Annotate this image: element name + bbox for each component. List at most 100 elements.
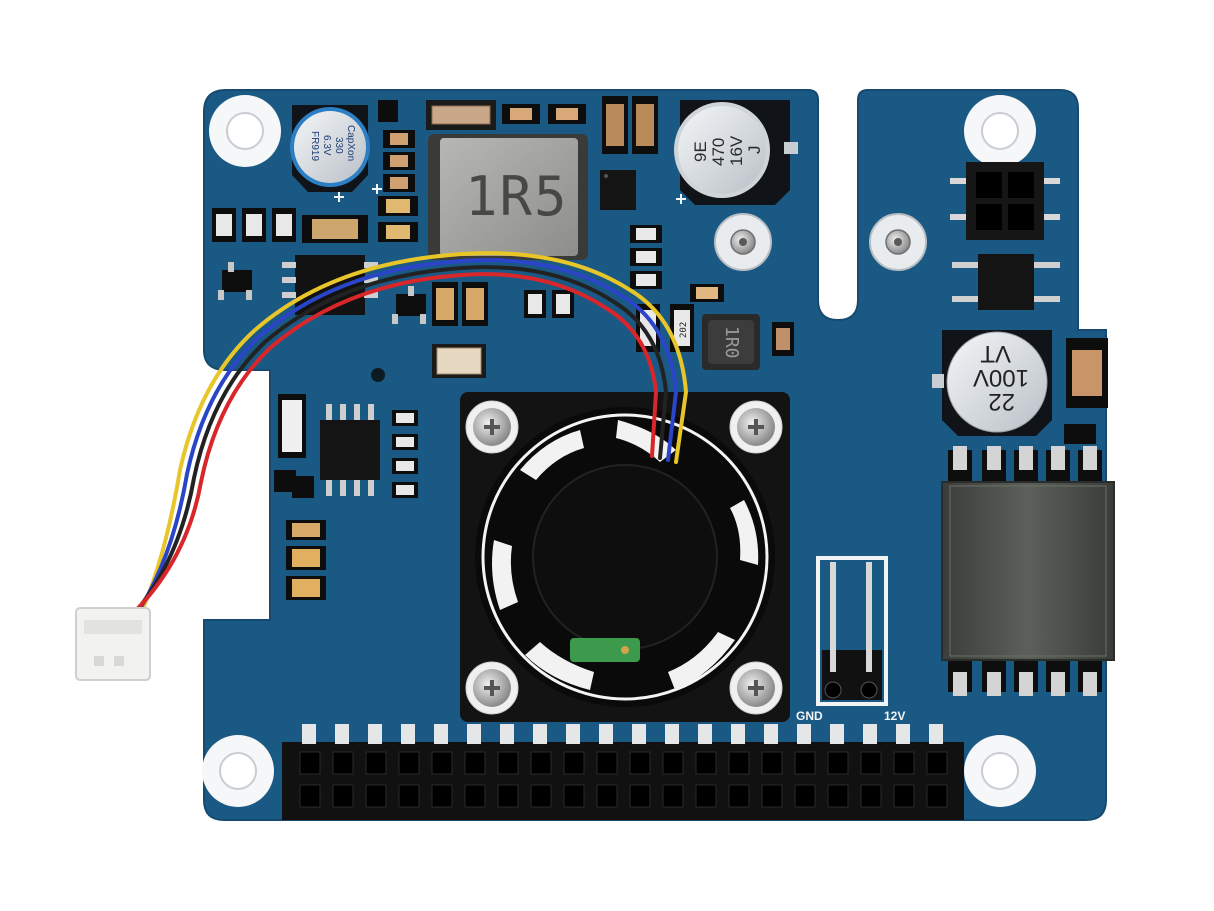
capacitor-capxon: CapXon 330 6.3V FR919	[290, 105, 370, 192]
gpio-socket	[332, 751, 354, 775]
crystal	[432, 344, 486, 378]
gpio-socket	[530, 784, 552, 808]
gpio-socket	[794, 751, 816, 775]
gpio-socket	[662, 751, 684, 775]
gpio-pin-tip	[632, 724, 646, 744]
gpio-pin-tip	[665, 724, 679, 744]
gpio-pin-tip	[566, 724, 580, 744]
gpio-pin-tip	[368, 724, 382, 744]
gpio-pin-tip	[929, 724, 943, 744]
gpio-header	[282, 724, 964, 820]
gpio-socket	[431, 784, 453, 808]
standoff-left	[714, 213, 772, 271]
cap470-line-2: 470	[709, 138, 728, 166]
gpio-socket	[299, 751, 321, 775]
mounting-hole-bottom-right	[964, 735, 1036, 807]
capxon-line-3: 6.3V	[321, 135, 332, 156]
mounting-hole-top-left	[209, 95, 281, 167]
cap22-line-1: 22	[988, 388, 1015, 415]
gpio-pin-tip	[863, 724, 877, 744]
gpio-socket	[860, 784, 882, 808]
smd-capacitors-top	[502, 96, 658, 154]
gpio-socket	[365, 751, 387, 775]
inductor-label: 1R5	[465, 165, 569, 228]
gpio-pin-tip	[500, 724, 514, 744]
gpio-socket	[431, 751, 453, 775]
mounting-hole-top-right	[964, 95, 1036, 167]
gpio-socket	[398, 751, 420, 775]
gpio-socket	[332, 784, 354, 808]
inductor-1r5: 1R5	[426, 100, 588, 260]
gpio-socket	[761, 751, 783, 775]
gpio-socket	[530, 751, 552, 775]
transistor-left	[218, 262, 252, 300]
gpio-socket	[827, 751, 849, 775]
gpio-socket	[497, 751, 519, 775]
gpio-socket	[728, 751, 750, 775]
gnd-label: GND	[796, 709, 823, 723]
resistors-mid-right: 202	[630, 225, 724, 352]
left-lower-components	[274, 394, 418, 600]
gpio-pin-tip	[698, 724, 712, 744]
cap22-line-2: 100V	[973, 364, 1029, 391]
cap470-line-3: 16V	[727, 135, 746, 166]
gpio-socket	[761, 784, 783, 808]
power-header: GND 12V	[796, 556, 905, 723]
header-2x2	[950, 162, 1060, 240]
capxon-line-4: FR919	[309, 131, 320, 161]
gpio-socket	[398, 784, 420, 808]
fan-40mm	[460, 392, 790, 722]
gpio-socket	[299, 784, 321, 808]
gpio-socket	[596, 784, 618, 808]
gpio-pin-tip	[401, 724, 415, 744]
gpio-socket	[926, 784, 948, 808]
gpio-socket	[827, 784, 849, 808]
jst-connector	[75, 607, 151, 681]
gpio-socket	[497, 784, 519, 808]
transistor-mid	[392, 286, 426, 324]
gpio-socket	[629, 784, 651, 808]
fan-screw-tl	[465, 400, 519, 454]
gpio-socket	[464, 784, 486, 808]
gpio-pin-tip	[731, 724, 745, 744]
gpio-socket	[596, 751, 618, 775]
left-passives	[212, 100, 418, 243]
gpio-pin-tip	[830, 724, 844, 744]
v12-label: 12V	[884, 709, 905, 723]
gpio-socket	[893, 751, 915, 775]
capacitor-470: 9E 470 16V J	[674, 100, 798, 205]
ic-qfn	[600, 170, 636, 210]
cap470-line-1: 9E	[691, 141, 710, 162]
ic-right-small	[952, 254, 1060, 310]
gpio-socket	[662, 784, 684, 808]
transformer	[941, 446, 1115, 696]
silk-marks	[334, 184, 686, 382]
gpio-socket	[794, 784, 816, 808]
gpio-pin-tip	[533, 724, 547, 744]
gpio-socket	[464, 751, 486, 775]
fan-screw-br	[729, 661, 783, 715]
fan-cable	[120, 251, 689, 626]
gpio-socket	[563, 751, 585, 775]
gpio-pin-tip	[797, 724, 811, 744]
gpio-socket	[695, 784, 717, 808]
gpio-pin-tip	[302, 724, 316, 744]
capxon-line-2: 330	[333, 137, 344, 154]
mid-capacitors	[432, 282, 574, 326]
capxon-line-1: CapXon	[345, 125, 356, 161]
cap22-line-3: VT	[980, 340, 1011, 367]
gpio-pin-tip	[896, 724, 910, 744]
capacitor-22: 22 100V VT	[932, 330, 1052, 436]
fan-screw-bl	[465, 661, 519, 715]
gpio-socket	[629, 751, 651, 775]
gpio-socket	[563, 784, 585, 808]
gpio-socket	[695, 751, 717, 775]
gpio-pin-tip	[434, 724, 448, 744]
gpio-socket	[860, 751, 882, 775]
gpio-pin-tip	[764, 724, 778, 744]
gpio-pin-tip	[467, 724, 481, 744]
gpio-socket	[728, 784, 750, 808]
resistor-label-202: 202	[679, 322, 689, 338]
gpio-pin-tip	[335, 724, 349, 744]
